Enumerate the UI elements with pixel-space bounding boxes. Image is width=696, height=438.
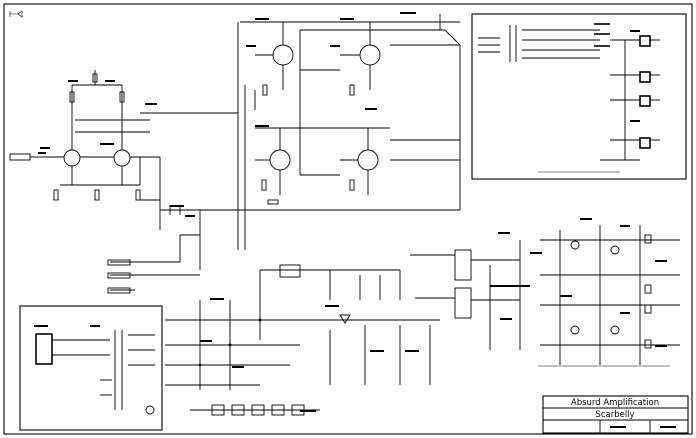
input-tube-v1 bbox=[45, 70, 160, 186]
output-transformer-box bbox=[471, 13, 687, 180]
preamp-section bbox=[9, 70, 201, 294]
tube-v5 bbox=[357, 149, 379, 171]
iec-inlet bbox=[35, 333, 53, 365]
tube-v2 bbox=[272, 44, 294, 66]
tone-stack bbox=[107, 157, 201, 294]
tube-v3 bbox=[359, 44, 381, 66]
project-name: Scarbelly bbox=[595, 410, 634, 420]
solid-state-section bbox=[410, 218, 680, 367]
power-supply-box bbox=[19, 305, 163, 431]
rectifier-filter bbox=[165, 264, 440, 416]
preamp-resistors bbox=[40, 73, 157, 201]
input-jack bbox=[9, 152, 46, 161]
power-amp-section bbox=[140, 12, 461, 250]
tube-v4 bbox=[269, 149, 291, 171]
company-name: Absurd Amplification bbox=[571, 398, 659, 408]
sheet-border bbox=[3, 3, 693, 435]
title-block: Absurd Amplification Scarbelly bbox=[542, 395, 689, 434]
regulator bbox=[279, 264, 301, 278]
